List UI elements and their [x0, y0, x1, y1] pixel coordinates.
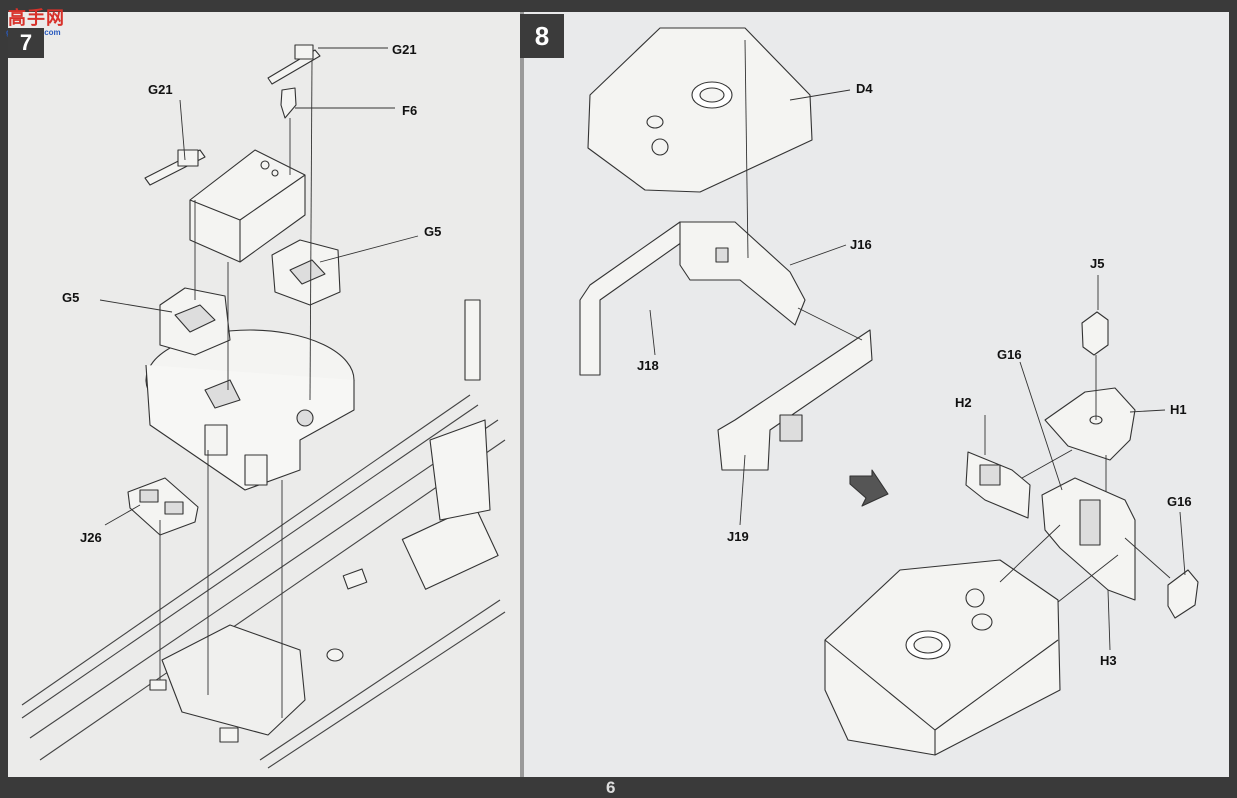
hull-segment — [429, 419, 491, 521]
g21-left-head — [177, 149, 199, 167]
label-h3: H3 — [1100, 653, 1117, 668]
label-g21-left: G21 — [148, 82, 173, 97]
j5-part — [1081, 311, 1109, 356]
j16-part — [679, 221, 806, 326]
label-h1: H1 — [1170, 402, 1187, 417]
label-h2: H2 — [955, 395, 972, 410]
g16-right-part — [1167, 569, 1199, 619]
label-d4: D4 — [856, 81, 873, 96]
label-j19: J19 — [727, 529, 749, 544]
label-g16-top: G16 — [997, 347, 1022, 362]
step-8-badge: 8 — [520, 14, 564, 58]
label-g16-right: G16 — [1167, 494, 1192, 509]
deck-hatch — [342, 568, 368, 590]
g21-top-head — [294, 44, 314, 60]
mast-post — [464, 299, 481, 381]
h1-part — [1044, 387, 1136, 461]
deck-bollard — [326, 648, 344, 662]
tower-hull — [145, 364, 355, 491]
turret-base-assembly — [824, 559, 1061, 756]
label-j16: J16 — [850, 237, 872, 252]
deck-rails — [21, 394, 506, 769]
step-7-badge: 7 — [8, 28, 44, 58]
label-g21-top: G21 — [392, 42, 417, 57]
label-j5: J5 — [1090, 256, 1105, 271]
label-g5-right: G5 — [424, 224, 442, 239]
deck-plate-recess — [204, 379, 241, 409]
label-g5-left: G5 — [62, 290, 80, 305]
label-j18: J18 — [637, 358, 659, 373]
f6-part — [280, 87, 297, 119]
leader-lines — [99, 47, 419, 718]
tower-window — [204, 424, 228, 456]
j26-part — [127, 477, 199, 536]
deck-gear — [296, 409, 314, 427]
d4-cross — [651, 138, 669, 156]
page-number: 6 — [606, 778, 616, 797]
j18-part — [579, 221, 686, 376]
d4-dome — [646, 115, 664, 129]
deck-pad — [149, 679, 167, 691]
deck-base-plate — [161, 624, 306, 736]
page-gutter — [520, 12, 524, 777]
bridge-block — [189, 149, 306, 263]
d4-part — [587, 27, 813, 193]
watermark-brand: 高手网 — [8, 8, 65, 28]
label-j26: J26 — [80, 530, 102, 545]
j19-part — [717, 329, 873, 471]
tower-window — [244, 454, 268, 486]
leader-lines-right — [649, 39, 1186, 651]
label-f6: F6 — [402, 103, 418, 118]
direction-arrow — [849, 469, 889, 507]
fitting-box — [401, 505, 499, 590]
deck-pad — [219, 727, 239, 743]
